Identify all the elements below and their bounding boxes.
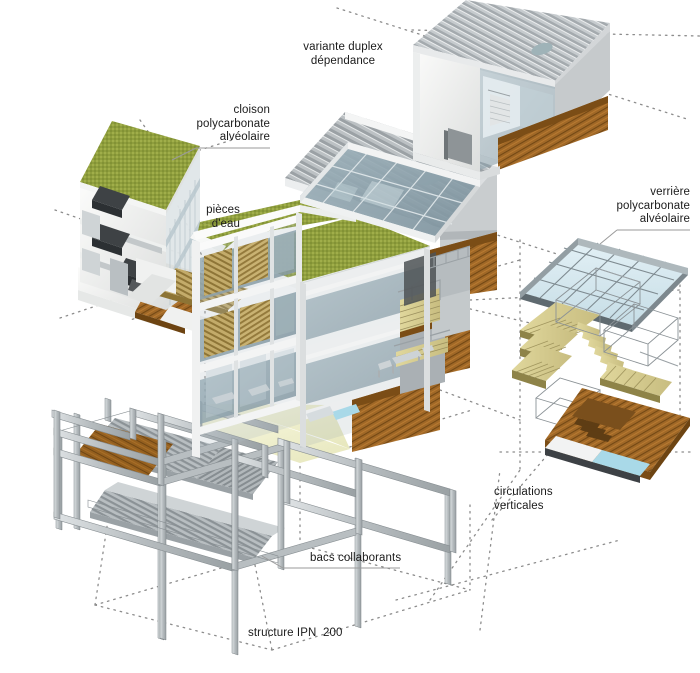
label-leaders [171, 147, 690, 569]
glazed-insert [592, 450, 650, 476]
duplex-door [448, 128, 472, 165]
label-cloison-polycarbonate: cloison polycarbonate alvéolaire [196, 104, 270, 143]
facade-slab-bands [196, 214, 300, 436]
duplex-roof-hatch [531, 42, 553, 56]
interior-cutaway [306, 232, 497, 452]
label-pieces-deau: pièces d'eau [206, 204, 240, 230]
steel-beams [51, 399, 457, 572]
label-circulations-verticales: circulations verticales [494, 486, 553, 512]
duplex-wood-floor [498, 96, 608, 170]
label-structure-ipn: structure IPN 200 [248, 627, 343, 639]
bathtub [332, 404, 360, 420]
circulation-floor-plate [545, 388, 690, 483]
label-bacs-collaborants: bacs collaborants [310, 552, 402, 564]
interior-partitions [82, 210, 128, 296]
duplex-annex-module [413, 0, 610, 180]
skylight-glazing [300, 142, 480, 243]
left-facade [192, 212, 302, 458]
glazed-roof-panel [520, 238, 688, 332]
duplex-interior-stair [487, 89, 511, 126]
exploded-stair-assembly [512, 267, 679, 431]
facade-level-1 [200, 292, 296, 362]
main-house-volume [128, 112, 497, 458]
vertical-circulation-module [512, 238, 690, 483]
facade-ground-level [200, 348, 296, 424]
label-verriere-polycarbonate: verrière polycarbonate alvéolaire [616, 186, 690, 225]
stair-opening [572, 398, 636, 430]
structural-frame-main [300, 248, 430, 448]
steel-frame-structure [51, 397, 457, 656]
terrace-railing [429, 245, 471, 269]
label-variante-duplex: variante duplex dépendance [303, 41, 383, 67]
